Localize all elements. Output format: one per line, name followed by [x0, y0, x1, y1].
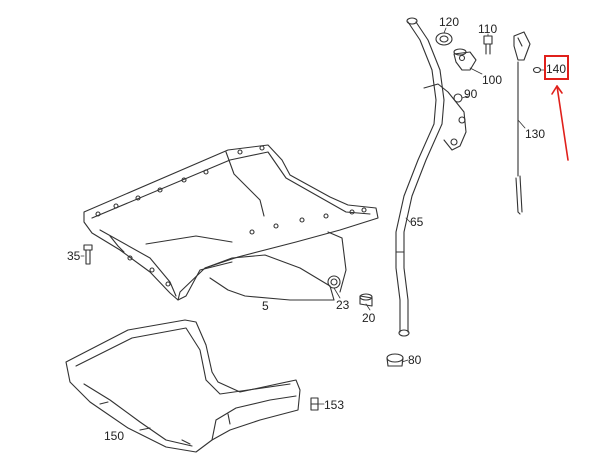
label-part-35: 35: [67, 249, 81, 263]
highlight-arrow: [551, 85, 569, 161]
part-90-nut: [453, 93, 463, 103]
part-130-dipstick: [513, 31, 531, 215]
label-part-120: 120: [439, 15, 460, 29]
part-35-bolt: [83, 244, 93, 265]
dipstick-tube: [395, 17, 467, 337]
label-part-5: 5: [262, 299, 269, 313]
label-part-20: 20: [362, 311, 376, 325]
highlight-box: [544, 55, 569, 80]
label-part-100: 100: [482, 73, 503, 87]
label-part-65: 65: [410, 215, 424, 229]
part-140-oring: [532, 66, 542, 74]
oil-pan-upper: [83, 144, 379, 301]
label-part-23: 23: [336, 298, 350, 312]
label-part-140: 140: [546, 62, 567, 76]
leader-lines: [80, 27, 546, 405]
part-110-bolt: [483, 35, 493, 55]
part-120-grommet: [435, 32, 453, 46]
label-part-90: 90: [464, 87, 478, 101]
part-23-seal: [327, 275, 341, 289]
label-part-80: 80: [408, 353, 422, 367]
label-part-110: 110: [478, 22, 498, 36]
part-153-clip: [310, 397, 319, 411]
oil-pan-lower: [65, 319, 301, 453]
part-80-plug: [386, 353, 404, 367]
part-100-bracket: [453, 48, 477, 71]
label-part-130: 130: [525, 127, 546, 141]
part-20-plug: [359, 293, 373, 307]
label-part-150: 150: [104, 429, 125, 443]
label-part-153: 153: [324, 398, 345, 412]
